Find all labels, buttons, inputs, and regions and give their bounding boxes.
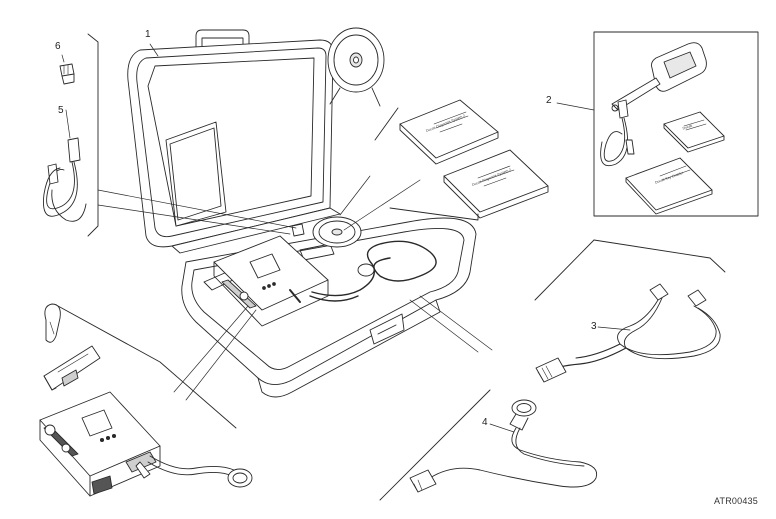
reference-code: ATR00435 [714, 496, 758, 506]
callout-3-cable: 3 [591, 321, 597, 332]
cable-3 [535, 283, 721, 383]
diagnosis-unit [39, 391, 161, 497]
software-cd [327, 27, 385, 107]
kit-usb-cable [600, 99, 635, 167]
diagnosis-unit-cable [135, 455, 253, 488]
lid-document-pocket [165, 121, 227, 227]
callout-1-case: 1 [145, 29, 151, 40]
callout-5-usb-cable: 5 [58, 105, 64, 116]
kit-booklet-small [663, 111, 725, 153]
callout-4-cable: 4 [482, 417, 488, 428]
usb-cable [42, 137, 87, 222]
cd-in-case [312, 216, 362, 248]
manual-top-left [399, 99, 499, 165]
callout-2-key-kit: 2 [546, 95, 552, 106]
kit-booklet-large [625, 157, 713, 215]
cable-4 [409, 399, 598, 493]
carry-strap [43, 345, 101, 391]
manual-top-right [443, 149, 549, 219]
carabiner [44, 303, 61, 343]
adapter-in-case [291, 223, 305, 237]
cables-bracket [379, 239, 726, 501]
carrying-case [127, 29, 477, 398]
left-group-bracket [87, 33, 99, 237]
adapter-cap [59, 63, 75, 85]
leader-lines [61, 43, 631, 433]
cable-in-case [289, 240, 437, 303]
device-bracket [57, 305, 237, 429]
callout-6-adapter-cap: 6 [55, 41, 61, 52]
diagnosis-unit-in-case [213, 235, 329, 327]
